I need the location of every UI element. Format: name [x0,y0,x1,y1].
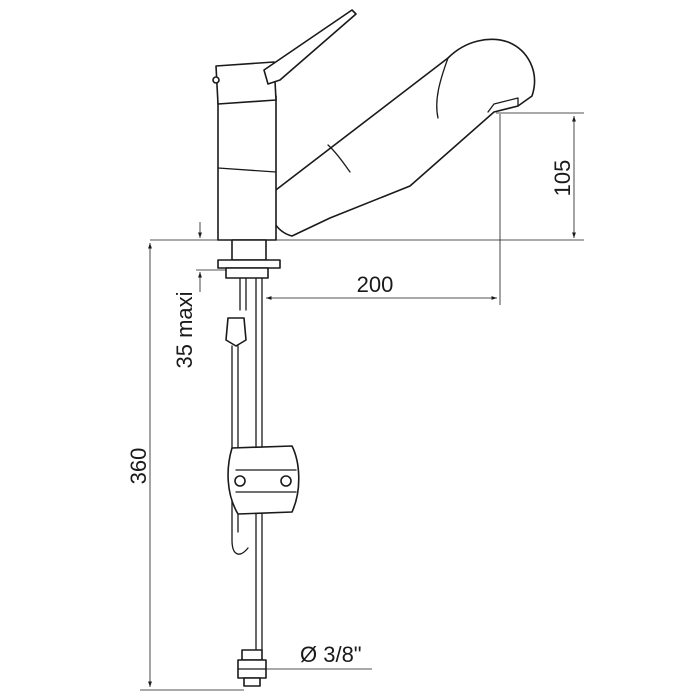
spout-joint-line [327,144,351,173]
cap-screw [212,76,220,84]
faucet-outline [212,9,536,687]
fitting-base [243,677,261,687]
spout-outlet [487,97,519,113]
mixer-cap [215,61,277,105]
deck-thickness-label: 35 maxi [172,291,197,368]
spout-height-label: 105 [550,160,575,197]
mounting-plate [217,259,281,269]
spout-head-line [436,57,449,119]
clamp-screw-icon [234,475,246,487]
mixer-body [217,95,277,241]
lever-handle [263,9,357,85]
mounting-shank [231,239,267,261]
hose-left [231,345,249,555]
clamp-screw-icon [280,475,292,487]
body-seam [217,167,277,173]
dimensions: 105 200 35 maxi 360 Ø 3/8" [126,112,584,691]
hose-connection-label: Ø 3/8" [300,642,362,667]
fitting-nut [241,649,263,661]
total-depth-label: 360 [126,448,151,485]
spout [267,38,536,237]
hose-clamp [227,445,300,515]
hose-connector [225,317,247,347]
spout-reach-label: 200 [357,272,394,297]
mounting-nut [225,267,269,279]
